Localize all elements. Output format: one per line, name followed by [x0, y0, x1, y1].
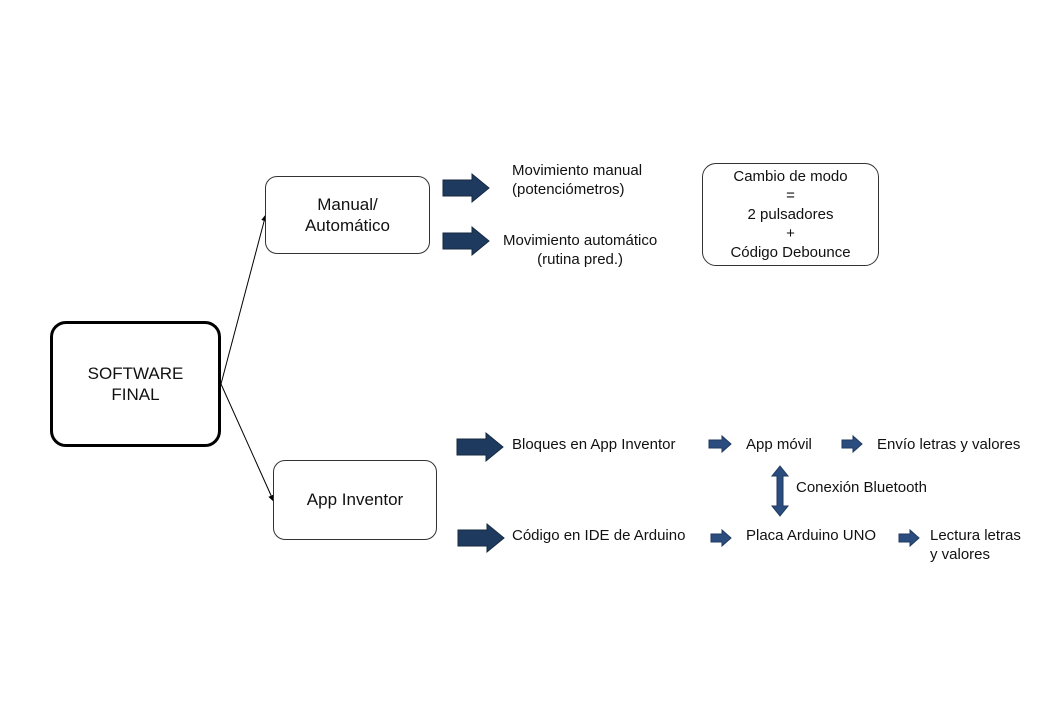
arrow-manual [442, 172, 490, 204]
software-final-label: SOFTWARE FINAL [87, 363, 184, 404]
manual-automatico-label: Manual/ Automático [304, 194, 391, 235]
bluetooth-double-arrow [770, 465, 790, 517]
arrow-to-board [710, 528, 732, 548]
manual-automatico-box: Manual/ Automático [265, 176, 430, 254]
blocks-label: Bloques en App Inventor [512, 436, 676, 453]
auto-movement-label: Movimiento automático (rutina pred.) [503, 232, 658, 268]
connector-root-to-manual [220, 213, 268, 385]
read-values-label: Lectura letras y valores [930, 527, 1021, 563]
arrow-to-read [898, 528, 920, 548]
arrow-ide [457, 522, 505, 554]
mode-change-label: Cambio de modo = 2 pulsadores + Código D… [730, 167, 851, 262]
bluetooth-label: Conexión Bluetooth [796, 479, 927, 496]
connector-root-to-appinventor [220, 383, 275, 503]
arduino-board-label: Placa Arduino UNO [746, 527, 877, 544]
send-values-label: Envío letras y valores [877, 436, 1021, 453]
manual-movement-label: Movimiento manual (potenciómetros) [512, 162, 643, 198]
arrow-blocks [456, 431, 504, 463]
arrow-to-app [708, 434, 732, 454]
app-inventor-box: App Inventor [273, 460, 437, 540]
mode-change-box: Cambio de modo = 2 pulsadores + Código D… [702, 163, 879, 266]
arrow-auto [442, 225, 490, 257]
software-final-box: SOFTWARE FINAL [50, 321, 221, 447]
arrow-to-send [841, 434, 863, 454]
app-inventor-label: App Inventor [306, 490, 404, 510]
mobile-app-label: App móvil [746, 436, 812, 453]
arduino-ide-label: Código en IDE de Arduino [512, 527, 686, 544]
